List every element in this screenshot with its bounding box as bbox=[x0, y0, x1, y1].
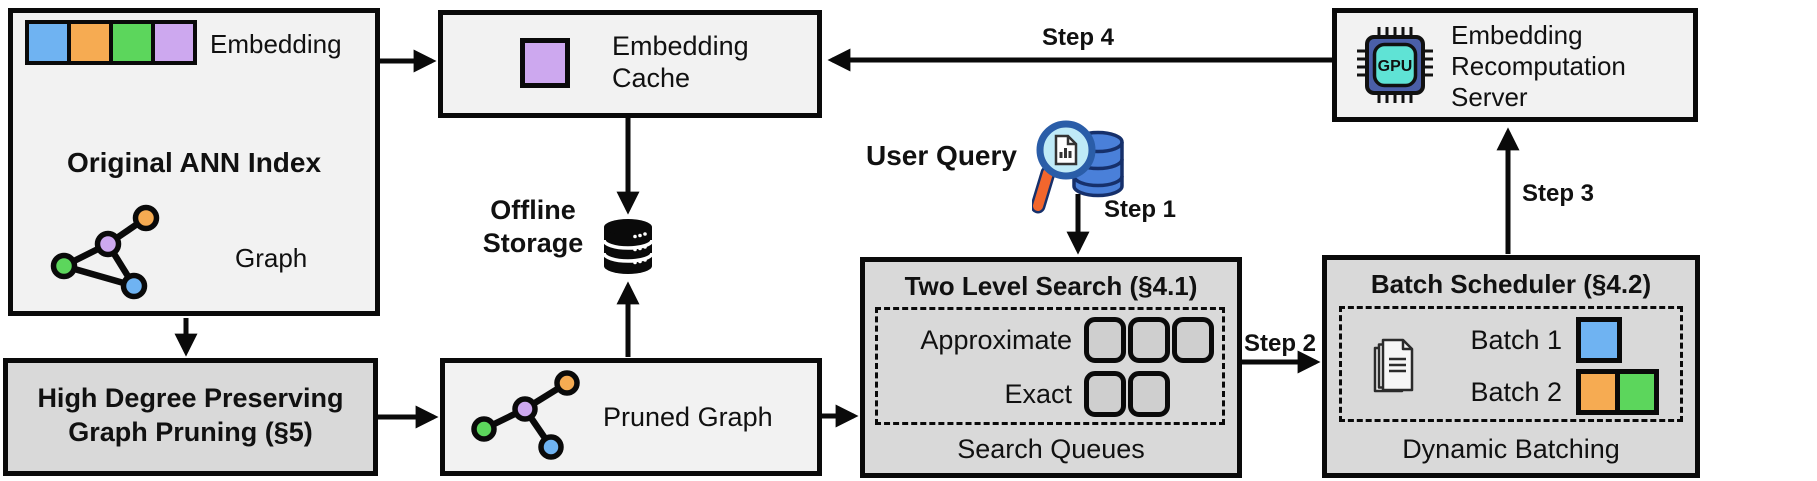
documents-icon bbox=[1373, 338, 1414, 393]
batch2-item-orange bbox=[1581, 374, 1615, 410]
queue-slot bbox=[1128, 371, 1170, 417]
server-label-line3: Server bbox=[1451, 82, 1528, 112]
batch1-label: Batch 1 bbox=[1470, 324, 1562, 355]
cached-embedding-icon bbox=[520, 38, 570, 88]
embedding-label: Embedding bbox=[210, 29, 342, 59]
embedding-cell-blue bbox=[29, 24, 67, 61]
queue-slot bbox=[1172, 317, 1214, 363]
high-degree-title-line2: Graph Pruning (§5) bbox=[68, 417, 313, 447]
approximate-queue-label: Approximate bbox=[920, 324, 1072, 355]
step3-label: Step 3 bbox=[1522, 180, 1595, 207]
embedding-cell-orange bbox=[71, 24, 109, 61]
original-ann-index-title: Original ANN Index bbox=[66, 147, 322, 178]
approximate-queue-slots bbox=[1084, 317, 1216, 363]
user-query-label: User Query bbox=[866, 140, 1017, 171]
embedding-cell-green bbox=[113, 24, 151, 61]
exact-queue-slots bbox=[1084, 371, 1216, 417]
high-degree-title-line1: High Degree Preserving bbox=[37, 383, 344, 413]
embedding-cache-label-line2: Cache bbox=[612, 63, 691, 93]
search-queues-footer: Search Queues bbox=[957, 434, 1145, 464]
two-level-search-box: Two Level Search (§4.1) Approximate Exac… bbox=[860, 257, 1242, 478]
embedding-cache-label-line1: Embedding bbox=[612, 31, 749, 61]
dynamic-batching-footer: Dynamic Batching bbox=[1402, 434, 1620, 464]
pruned-graph-icon bbox=[471, 370, 580, 460]
gpu-icon-text: GPU bbox=[1378, 58, 1413, 75]
batch-scheduler-title: Batch Scheduler (§4.2) bbox=[1370, 269, 1652, 299]
offline-storage-database-icon bbox=[602, 219, 654, 274]
gpu-icon: GPU bbox=[1357, 27, 1433, 103]
embedding-vector-icon bbox=[25, 20, 197, 65]
step4-label: Step 4 bbox=[1041, 24, 1115, 51]
offline-storage-label-line2: Storage bbox=[482, 228, 584, 258]
queue-slot bbox=[1084, 371, 1126, 417]
batch2-label: Batch 2 bbox=[1470, 376, 1562, 407]
embedding-cache-box: Embedding Cache bbox=[438, 10, 822, 118]
embedding-cell-purple bbox=[155, 24, 193, 61]
search-queues-region: Approximate Exact bbox=[875, 307, 1225, 425]
exact-queue-label: Exact bbox=[1004, 378, 1072, 409]
recomputation-server-box: GPU Embedding Recomputation Server bbox=[1332, 8, 1698, 122]
high-degree-pruning-box: High Degree Preserving Graph Pruning (§5… bbox=[3, 358, 378, 476]
step2-label: Step 2 bbox=[1243, 330, 1317, 357]
graph-label: Graph bbox=[235, 243, 308, 273]
batch-scheduler-box: Batch Scheduler (§4.2) Batch 1 Batch 2 bbox=[1322, 255, 1700, 478]
original-graph-icon bbox=[50, 204, 160, 300]
pruned-graph-box: Pruned Graph bbox=[440, 358, 822, 476]
server-label-line1: Embedding bbox=[1451, 20, 1583, 50]
step1-label: Step 1 bbox=[1104, 196, 1177, 223]
pruned-graph-label: Pruned Graph bbox=[603, 402, 773, 432]
user-query-icon bbox=[1032, 120, 1124, 214]
offline-storage-label-line1: Offline bbox=[490, 195, 576, 225]
queue-slot bbox=[1084, 317, 1126, 363]
server-label-line2: Recomputation bbox=[1451, 51, 1626, 81]
original-ann-index-box: Embedding Original ANN Index Graph bbox=[8, 8, 380, 316]
batch1-item-blue bbox=[1576, 317, 1622, 363]
dynamic-batching-region: Batch 1 Batch 2 bbox=[1339, 306, 1683, 422]
queue-slot bbox=[1128, 317, 1170, 363]
two-level-search-title: Two Level Search (§4.1) bbox=[904, 271, 1198, 301]
batch2-items bbox=[1576, 369, 1659, 415]
batch2-item-green bbox=[1620, 374, 1654, 410]
